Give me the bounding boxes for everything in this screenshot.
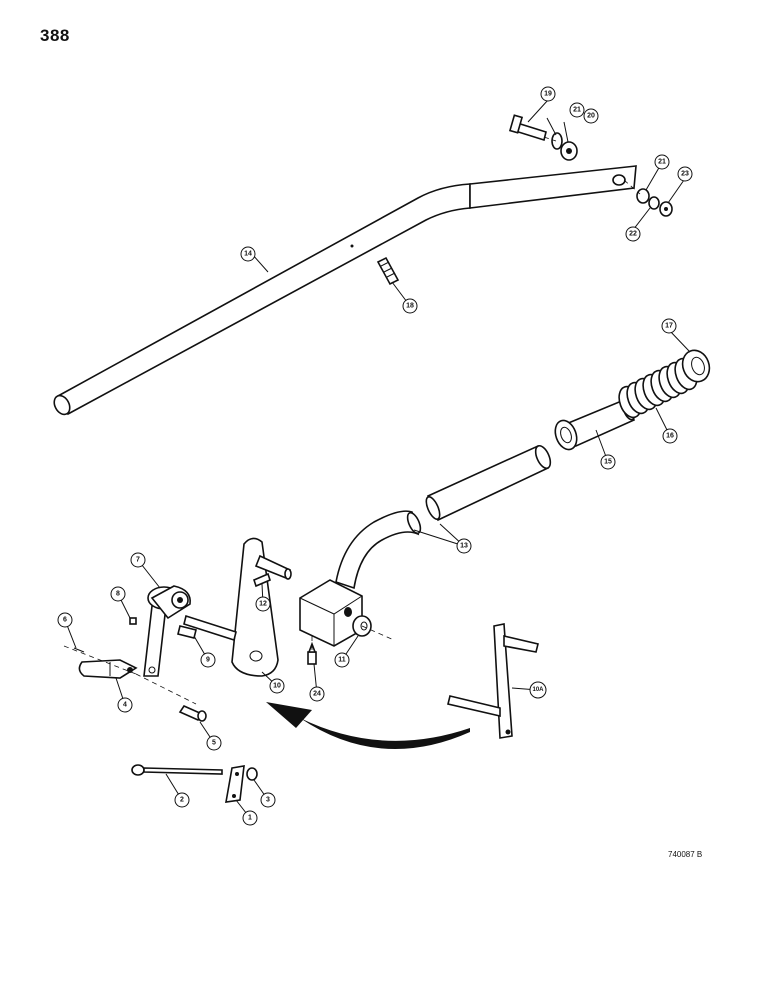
callout-9: 9	[200, 652, 216, 668]
page-number: 388	[40, 26, 70, 45]
plate-pin	[253, 572, 271, 588]
drawing-number: 740087 B	[668, 850, 703, 859]
callout-11: 11	[334, 652, 350, 668]
alternate-lever	[447, 623, 539, 739]
leader-lines	[64, 99, 691, 819]
clevis	[78, 659, 138, 679]
svg-text:7: 7	[136, 557, 140, 564]
svg-text:17: 17	[665, 323, 673, 330]
callout-15: 15	[600, 454, 616, 470]
svg-text:6: 6	[63, 617, 67, 624]
callout-3: 3	[260, 792, 276, 808]
svg-text:14: 14	[244, 251, 252, 258]
svg-text:15: 15	[604, 459, 612, 466]
reference-arrow	[266, 702, 470, 750]
svg-text:21: 21	[658, 159, 666, 166]
control-rod	[131, 764, 223, 776]
svg-text:24: 24	[313, 691, 321, 698]
svg-text:1: 1	[248, 815, 252, 822]
callout-18: 18	[402, 298, 418, 314]
svg-text:10: 10	[273, 683, 281, 690]
callout-14: 14	[240, 246, 256, 262]
mounting-plate	[225, 765, 245, 803]
callout-12: 12	[255, 596, 271, 612]
set-screw	[129, 617, 137, 625]
lower-nut-assembly	[636, 188, 673, 217]
roll-pin	[376, 256, 400, 286]
svg-text:13: 13	[460, 543, 468, 550]
svg-text:3: 3	[266, 797, 270, 804]
lock-nut	[246, 767, 258, 781]
callout-10a: 10A	[529, 681, 547, 699]
crank-arm	[143, 585, 191, 677]
callout-24: 24	[309, 686, 325, 702]
lever-plate	[183, 537, 292, 677]
svg-text:20: 20	[587, 113, 595, 120]
callout-8: 8	[110, 586, 126, 602]
callout-17: 17	[661, 318, 677, 334]
clevis-pin	[178, 704, 207, 722]
svg-text:23: 23	[681, 171, 689, 178]
svg-text:18: 18	[406, 303, 414, 310]
svg-text:10A: 10A	[532, 687, 544, 693]
svg-text:12: 12	[259, 601, 267, 608]
callout-21-upper: 21	[569, 102, 585, 118]
svg-text:2: 2	[180, 797, 184, 804]
callout-7: 7	[130, 552, 146, 568]
key-pin	[177, 625, 197, 639]
svg-text:19: 19	[544, 91, 552, 98]
callout-13: 13	[456, 538, 472, 554]
svg-text:4: 4	[123, 702, 127, 709]
callout-16: 16	[662, 428, 678, 444]
callout-20: 20	[583, 108, 599, 124]
callout-6: 6	[57, 612, 73, 628]
callout-2: 2	[174, 792, 190, 808]
svg-text:11: 11	[338, 657, 346, 664]
callout-23: 23	[677, 166, 693, 182]
cotter-pin	[73, 647, 85, 653]
svg-text:9: 9	[206, 657, 210, 664]
svg-text:22: 22	[629, 231, 637, 238]
spring-washer	[681, 349, 711, 383]
callout-21-lower: 21	[654, 154, 670, 170]
svg-text:5: 5	[212, 740, 216, 747]
svg-text:21: 21	[573, 107, 581, 114]
callout-22: 22	[625, 226, 641, 242]
assembly-centerlines	[63, 136, 641, 705]
svg-text:16: 16	[666, 433, 674, 440]
callout-10: 10	[269, 678, 285, 694]
callout-1: 1	[242, 810, 258, 826]
svg-text:8: 8	[116, 591, 120, 598]
callout-4: 4	[117, 697, 133, 713]
callout-5: 5	[206, 735, 222, 751]
lever-block	[299, 579, 363, 647]
upper-bolt-assembly	[508, 114, 578, 161]
callout-19: 19	[540, 86, 556, 102]
lever-tube	[335, 444, 552, 590]
shift-rod	[53, 165, 637, 416]
